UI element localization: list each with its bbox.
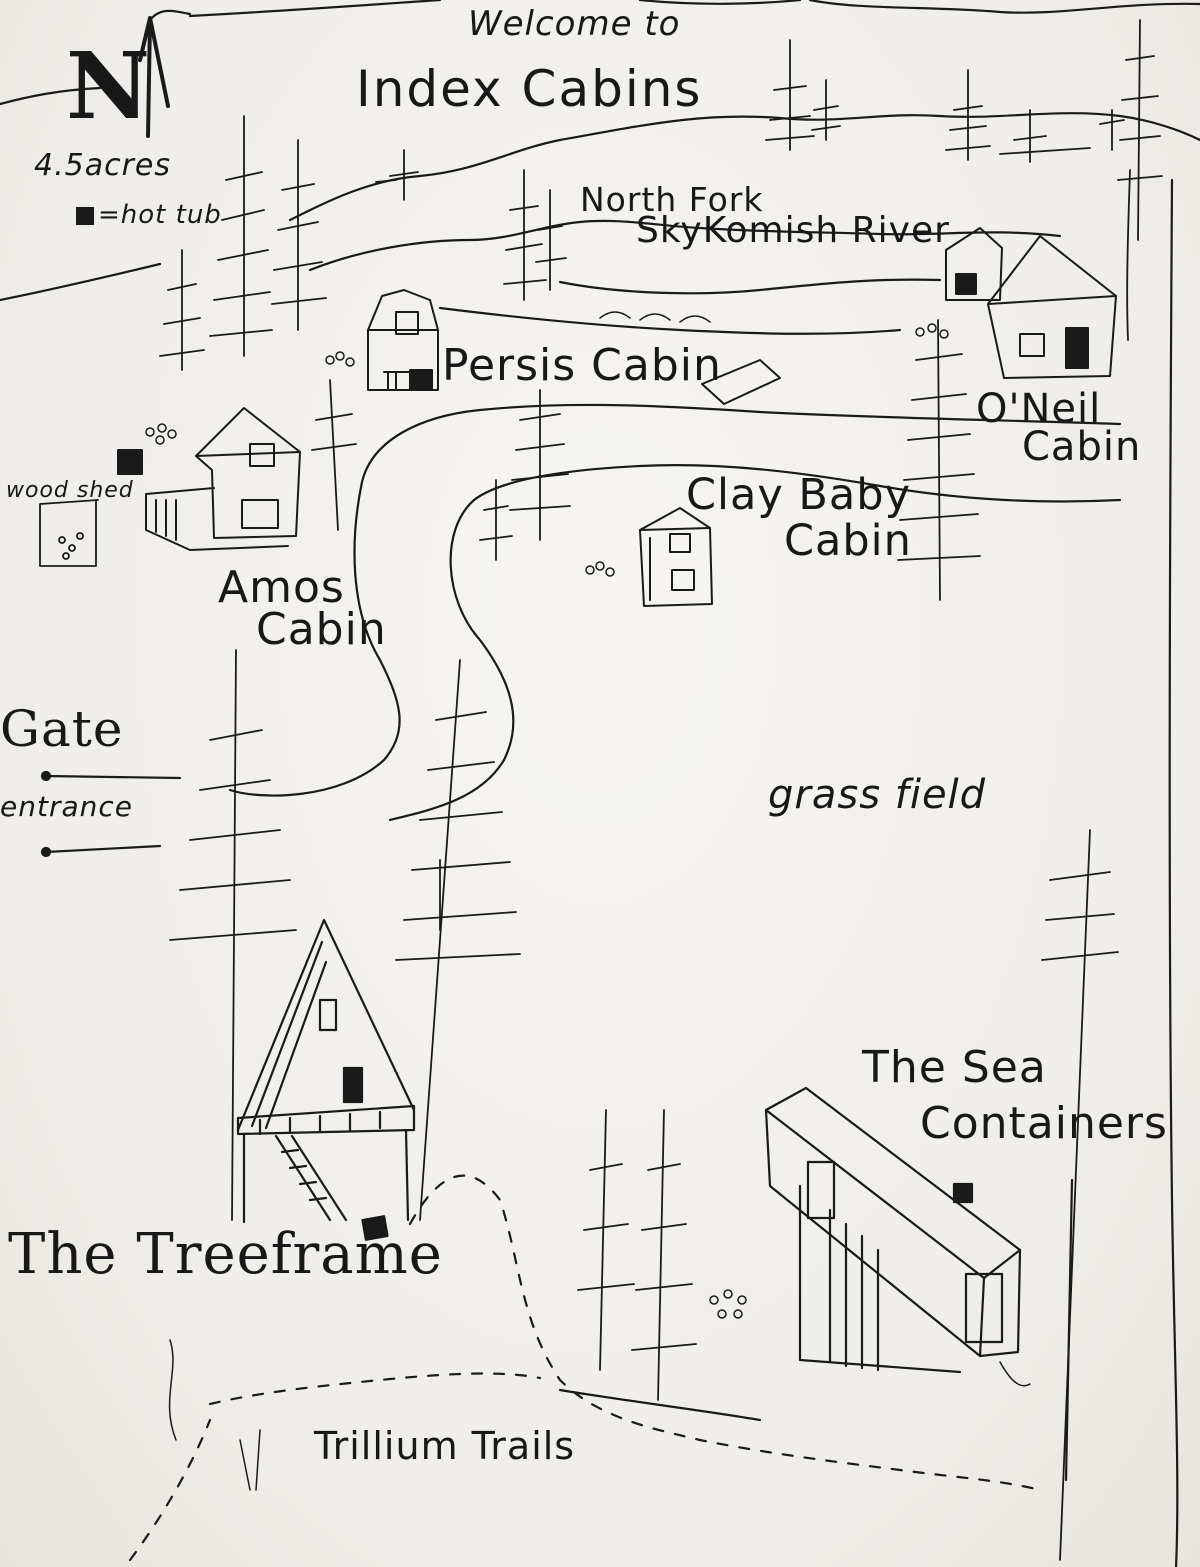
- north-arrow: [138, 16, 170, 138]
- bottom-ridge: [558, 1388, 762, 1422]
- gate-road-bottom: [44, 844, 162, 854]
- sea-containers-label-line2[interactable]: Containers: [920, 1098, 1168, 1149]
- clay-baby-cabin-label-line1[interactable]: Clay Baby: [686, 470, 912, 520]
- gate-post-bottom: [40, 846, 52, 858]
- ridge-left: [0, 86, 102, 106]
- gate-road-top: [44, 774, 182, 780]
- amos-cabin-drawing: [117, 407, 301, 551]
- treeframe-drawing: [236, 918, 416, 1241]
- page-border-left: [148, 9, 192, 22]
- welcome-text: Welcome to: [468, 4, 681, 44]
- shrub-doodles: [145, 311, 1031, 1491]
- page-border-right: [1168, 178, 1179, 1567]
- dock-drawing: [701, 359, 781, 405]
- oneil-cabin-drawing: [945, 227, 1117, 379]
- entrance-label: entrance: [0, 790, 133, 823]
- hot-tub-legend: =hot tub: [76, 200, 222, 230]
- river-label-line1: North Fork: [580, 180, 764, 219]
- right-treeline: [1064, 1178, 1074, 1482]
- gate-label: Gate: [0, 700, 124, 758]
- conifer-trees: [159, 19, 1163, 1561]
- woodshed-label: wood shed: [6, 478, 134, 503]
- amos-cabin-label-line1[interactable]: Amos: [218, 562, 345, 613]
- grass-field-label: grass field: [768, 772, 987, 818]
- river-bank-upper: [558, 278, 942, 295]
- river-bank-lower: [438, 306, 902, 335]
- sea-containers-drawing: [764, 1086, 1022, 1374]
- ridge-far: [288, 112, 1200, 222]
- trillium-trails-label: Trillium Trails: [314, 1424, 576, 1468]
- amos-cabin-label-line2[interactable]: Cabin: [256, 604, 387, 655]
- clay-baby-cabin-label-line2[interactable]: Cabin: [784, 516, 912, 566]
- area-label: 4.5acres: [34, 148, 172, 183]
- persis-cabin-drawing: [367, 289, 439, 391]
- sea-containers-label-line1[interactable]: The Sea: [862, 1042, 1047, 1093]
- top-ridge: [188, 0, 1200, 18]
- oneil-cabin-label-line2[interactable]: Cabin: [1022, 424, 1142, 470]
- clay-baby-cabin-drawing: [639, 507, 713, 607]
- oneil-cabin-label-line1[interactable]: O'Neil: [976, 386, 1102, 432]
- trail-bottom: [128, 1418, 212, 1562]
- gate-post-top: [40, 770, 52, 782]
- road-loop: [228, 403, 1122, 797]
- hot-tub-legend-label: =hot tub: [98, 200, 222, 230]
- river-label-line2: SkyKomish River: [636, 210, 950, 251]
- trillium-trail: [408, 1174, 1042, 1492]
- ridge-mid: [308, 219, 1062, 272]
- ridge-near: [0, 262, 162, 302]
- map-title: Index Cabins: [356, 60, 703, 118]
- hot-tub-square-icon: [76, 207, 94, 225]
- persis-cabin-label[interactable]: Persis Cabin: [442, 340, 722, 391]
- north-marker: N: [66, 32, 152, 140]
- trail-left: [208, 1372, 542, 1406]
- treeframe-label[interactable]: The Treeframe: [8, 1222, 443, 1287]
- woodshed-drawing: [39, 499, 99, 567]
